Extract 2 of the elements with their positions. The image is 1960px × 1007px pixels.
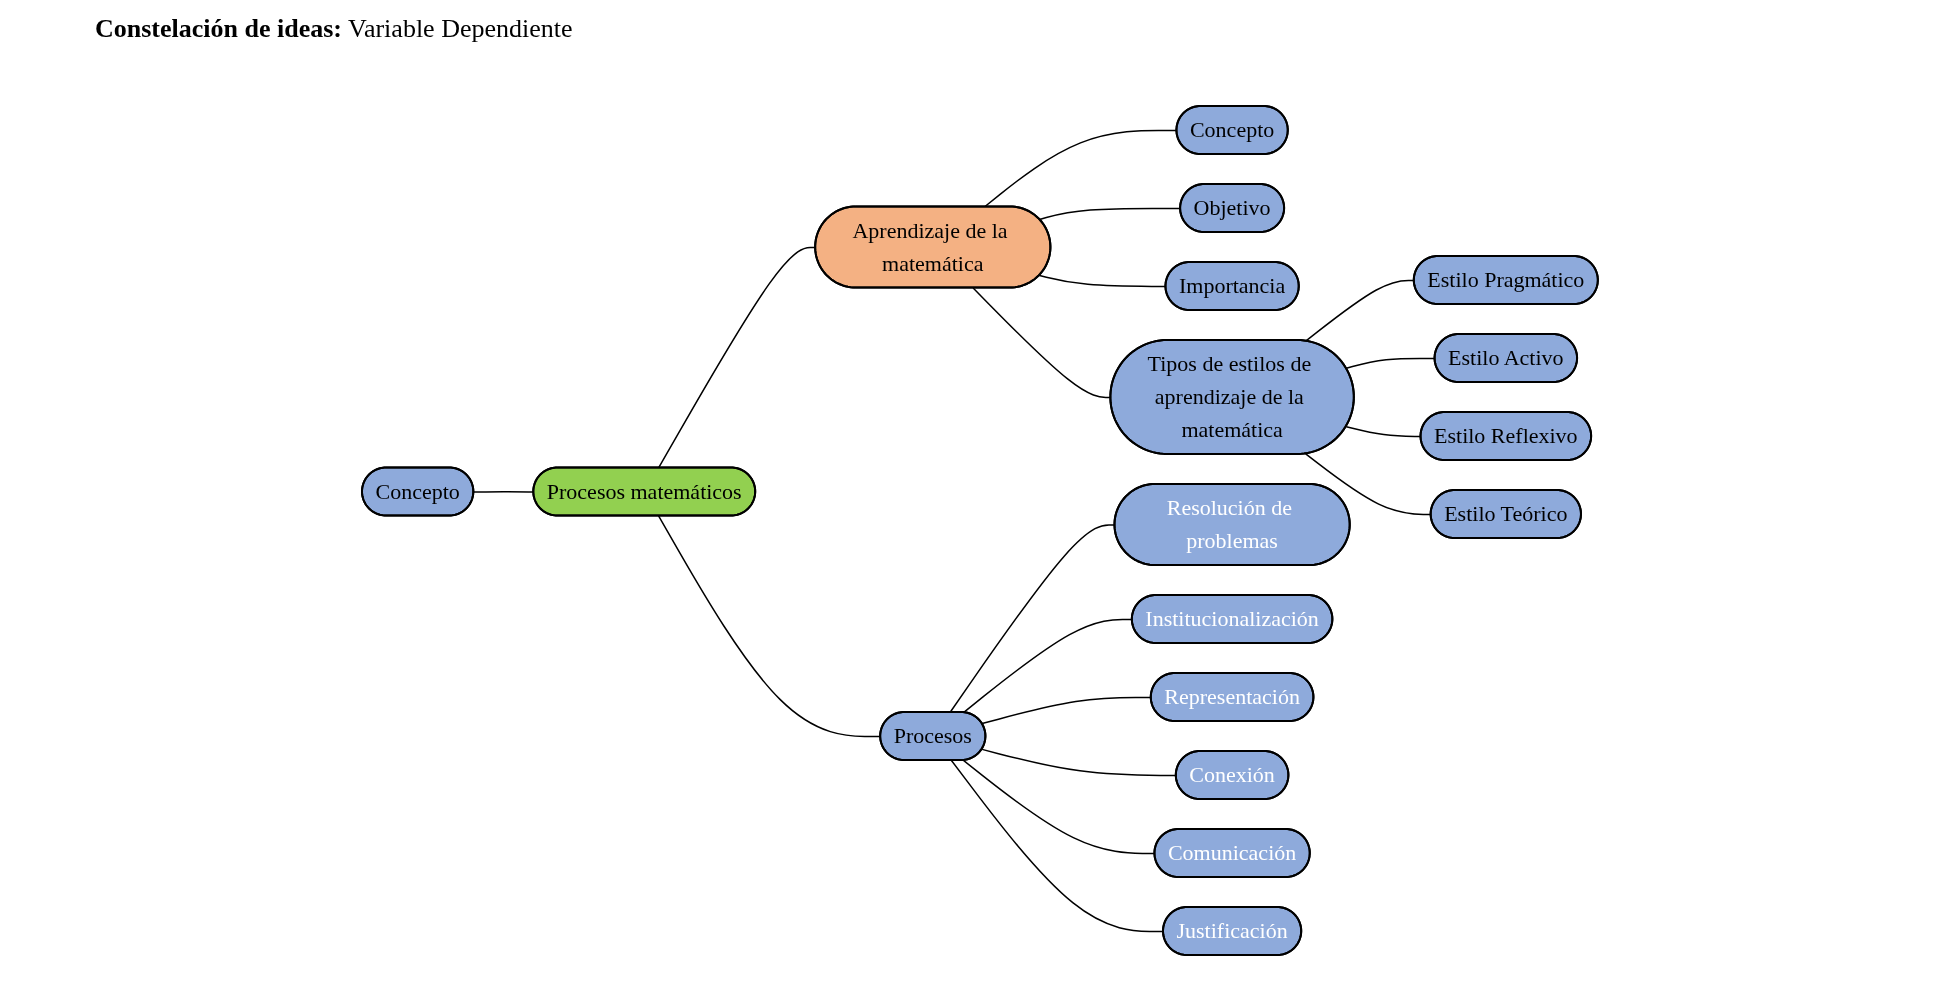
diagram-title: Constelación de ideas: Variable Dependiente xyxy=(95,14,573,44)
connector xyxy=(1305,452,1432,515)
